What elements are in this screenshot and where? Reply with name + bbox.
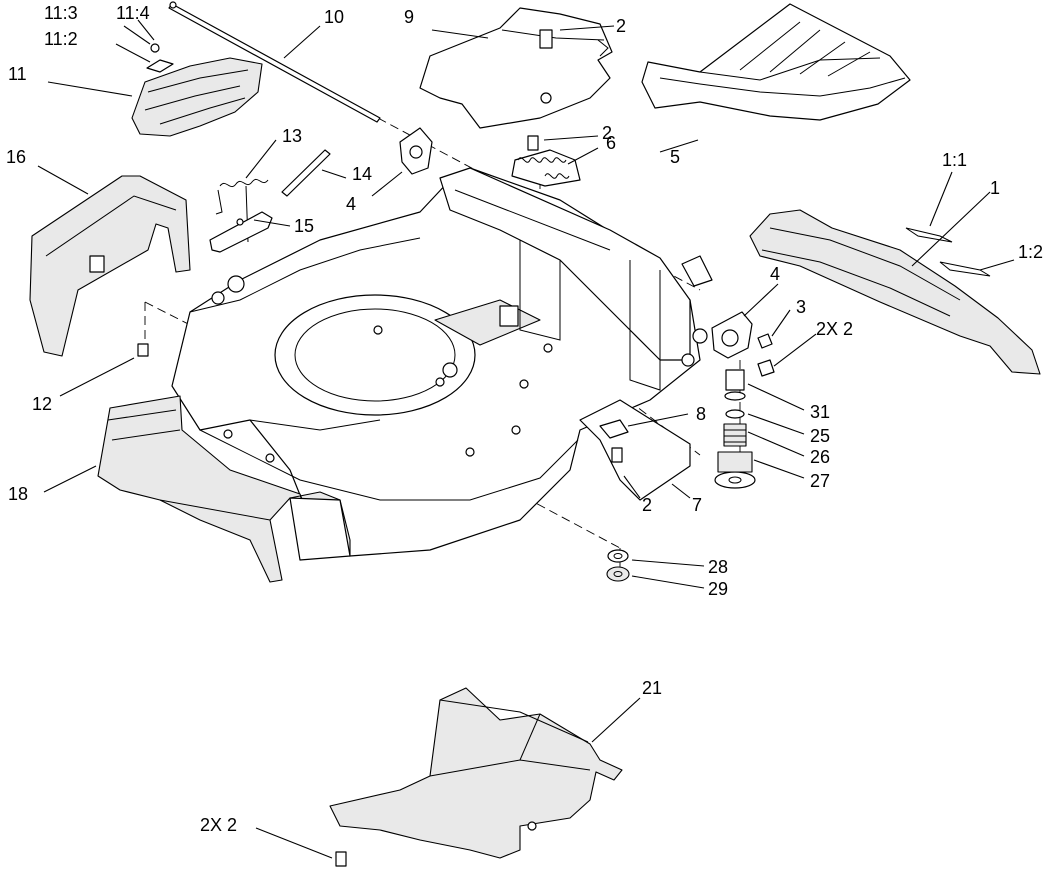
leader-lines: [37, 19, 1015, 859]
callout-14: 14: [352, 164, 372, 184]
cover-part-11: [131, 43, 263, 137]
callout-11: 11: [8, 64, 27, 84]
callout-2x2-a: 2X 2: [816, 319, 853, 339]
bracket-part-4-upper: [399, 127, 433, 175]
callout-25: 25: [810, 426, 830, 446]
side-flap-part-16: [29, 175, 191, 357]
callout-12: 12: [32, 394, 52, 414]
callout-11-2: 11:2: [44, 29, 78, 49]
callout-3: 3: [796, 297, 806, 317]
callout-27: 27: [810, 471, 830, 491]
callout-labels: 11:3 11:4 10 9 2 11:2 11 2 6 5 13 16 14 …: [6, 3, 1043, 835]
callout-18: 18: [8, 484, 28, 504]
callout-9: 9: [404, 7, 414, 27]
callout-4-a: 4: [346, 194, 356, 214]
callout-4-b: 4: [770, 264, 780, 284]
bracket-part-4-right: [681, 255, 775, 377]
bag-frame-part-5: [641, 3, 911, 121]
height-adjuster-assembly: [579, 369, 756, 501]
callout-15: 15: [294, 216, 314, 236]
spring-part-6: [511, 135, 581, 187]
plate-part-9: [419, 7, 613, 129]
callout-2-c: 2: [642, 495, 652, 515]
callout-31: 31: [810, 402, 830, 422]
callout-11-4: 11:4: [116, 3, 150, 23]
callout-2-b: 2: [602, 123, 612, 143]
washer-part-28: [607, 549, 629, 563]
callout-16: 16: [6, 147, 26, 167]
front-skirt-part-18: [97, 395, 351, 583]
handle-part-1: [749, 209, 1041, 375]
callout-21: 21: [642, 678, 662, 698]
callout-11-3: 11:3: [44, 3, 78, 23]
callout-28: 28: [708, 557, 728, 577]
callout-5: 5: [670, 147, 680, 167]
pin-part-14: [281, 149, 331, 197]
nut-part-29: [606, 566, 630, 582]
callout-6: 6: [606, 133, 616, 153]
callout-7: 7: [692, 495, 702, 515]
callout-1-2: 1:2: [1018, 242, 1043, 262]
callout-2-a: 2: [616, 16, 626, 36]
decal-part-1-2: [939, 261, 991, 277]
callout-29: 29: [708, 579, 728, 599]
callout-10: 10: [324, 7, 344, 27]
callout-26: 26: [810, 447, 830, 467]
mulch-plug-part-21: [329, 687, 623, 867]
decal-part-1-1: [905, 227, 953, 243]
rod-part-10: [168, 1, 381, 123]
mower-deck-housing: [171, 167, 701, 557]
bolt-part-12: [137, 343, 149, 357]
callout-2x2-b: 2X 2: [200, 815, 237, 835]
callout-13: 13: [282, 126, 302, 146]
callout-1-1: 1:1: [942, 150, 967, 170]
callout-1: 1: [990, 178, 1000, 198]
bracket-part-15: [209, 211, 273, 253]
callout-8: 8: [696, 404, 706, 424]
